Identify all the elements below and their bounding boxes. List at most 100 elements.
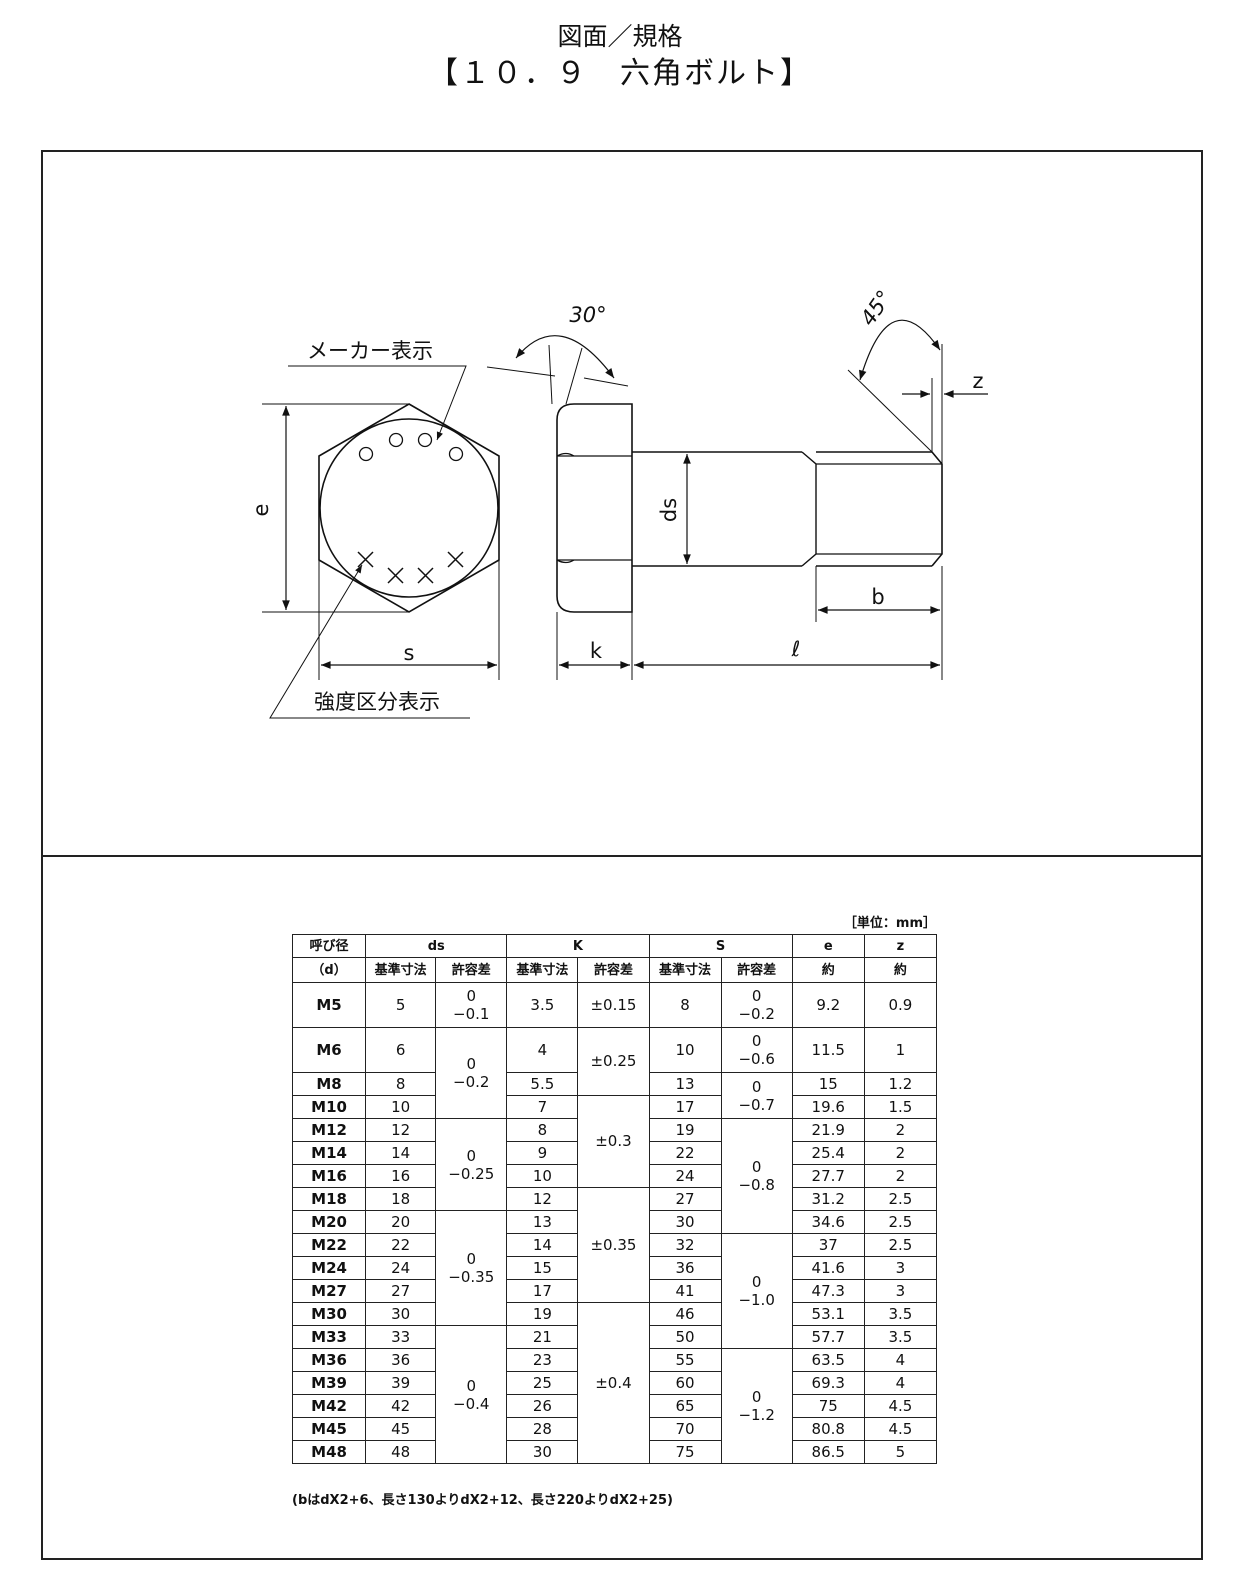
cell-ds-tol: 0−0.2	[435, 1027, 508, 1119]
cell-ds: 8	[365, 1072, 437, 1096]
header-ds: ds	[365, 934, 508, 958]
table-row: M6 6 0−0.2 4 ±0.25 10 0−0.6 11.5 1	[291, 1027, 938, 1119]
cell-e: 53.1	[791, 1302, 865, 1326]
footnote: (bはdX2+6、長さ130よりdX2+12、長さ220よりdX2+25)	[292, 1493, 673, 1508]
cell-e: 15	[791, 1072, 865, 1096]
header-tol-k: 許容差	[577, 957, 650, 983]
cell-e: 41.6	[791, 1256, 865, 1280]
cell-k-tol: ±0.15	[577, 982, 650, 1028]
header-tol-ds: 許容差	[435, 957, 508, 983]
cell-z: 4	[863, 1371, 938, 1395]
table-row: M48 48 30 75 86.5 5	[291, 1440, 938, 1464]
cell-k: 23	[506, 1348, 579, 1372]
table-row: M39 39 25 60 69.3 4	[291, 1371, 938, 1395]
cell-e: 37	[791, 1233, 865, 1257]
cell-s: 30	[648, 1210, 722, 1234]
cell-k: 12	[506, 1187, 579, 1211]
bolt-drawing: メーカー表示 強度区分表示 e s k ds b ℓ z 30° 45°	[249, 286, 988, 719]
cell-ds: 22	[365, 1233, 437, 1257]
label-ds: ds	[657, 498, 681, 522]
cell-ds-tol: 0−0.25	[435, 1118, 508, 1211]
cell-d: M14	[291, 1141, 367, 1165]
cell-s-tol: 0−0.2	[720, 982, 793, 1028]
cell-ds: 16	[365, 1164, 437, 1188]
cell-s-tol: 0−0.8	[720, 1118, 793, 1234]
table-row: M10 10 7 ±0.3 17 19.6 1.5	[291, 1095, 938, 1188]
cell-e: 27.7	[791, 1164, 865, 1188]
cell-k: 19	[506, 1302, 579, 1326]
cell-k: 30	[506, 1440, 579, 1464]
cell-s: 17	[648, 1095, 722, 1119]
cell-s: 13	[648, 1072, 722, 1096]
cell-d: M36	[291, 1348, 367, 1372]
cell-s: 10	[648, 1027, 722, 1073]
cell-k: 8	[506, 1118, 579, 1142]
cell-ds-tol: 0−0.4	[435, 1325, 508, 1464]
cell-k: 21	[506, 1325, 579, 1349]
table-row: M14 14 9 22 25.4 2	[291, 1141, 938, 1165]
cell-e: 31.2	[791, 1187, 865, 1211]
cell-e: 19.6	[791, 1095, 865, 1119]
cell-s: 27	[648, 1187, 722, 1211]
cell-z: 1	[863, 1027, 938, 1073]
cell-z: 2	[863, 1141, 938, 1165]
spec-table: 呼び径 ds K S e z （d） 基準寸法 許容差 基準寸法 許容差 基準寸…	[291, 934, 938, 1464]
cell-ds: 39	[365, 1371, 437, 1395]
cell-s-tol: 0−0.6	[720, 1027, 793, 1073]
table-row: M27 27 17 41 47.3 3	[291, 1279, 938, 1303]
cell-d: M22	[291, 1233, 367, 1257]
cell-k-tol: ±0.4	[577, 1302, 650, 1464]
cell-ds: 12	[365, 1118, 437, 1142]
cell-s-tol: 0−1.2	[720, 1348, 793, 1464]
cell-ds: 48	[365, 1440, 437, 1464]
cell-d: M20	[291, 1210, 367, 1234]
header-d: （d）	[291, 957, 367, 983]
label-s: s	[404, 641, 415, 665]
label-k: k	[590, 639, 603, 663]
cell-d: M24	[291, 1256, 367, 1280]
cell-e: 86.5	[791, 1440, 865, 1464]
header-basic-ds: 基準寸法	[365, 957, 437, 983]
cell-s: 24	[648, 1164, 722, 1188]
cell-e: 63.5	[791, 1348, 865, 1372]
cell-ds-tol: 0−0.35	[435, 1210, 508, 1326]
bolt-head-side	[556, 403, 633, 613]
cell-s-tol: 0−0.7	[720, 1072, 793, 1119]
cell-e: 11.5	[791, 1027, 865, 1073]
cell-ds: 10	[365, 1095, 437, 1119]
cell-d: M10	[291, 1095, 367, 1119]
cell-k: 4	[506, 1027, 579, 1073]
cell-ds: 18	[365, 1187, 437, 1211]
table-row: M20 20 0−0.35 13 30 34.6 2.5	[291, 1210, 938, 1326]
header-e-approx: 約	[791, 957, 865, 983]
table-row: M12 12 0−0.25 8 19 0−0.8 21.9 2	[291, 1118, 938, 1234]
cell-k: 15	[506, 1256, 579, 1280]
cell-e: 25.4	[791, 1141, 865, 1165]
cell-k-tol: ±0.35	[577, 1187, 650, 1303]
cell-z: 1.2	[863, 1072, 938, 1096]
cell-z: 5	[863, 1440, 938, 1464]
cell-d: M12	[291, 1118, 367, 1142]
cell-z: 1.5	[863, 1095, 938, 1119]
cell-k: 25	[506, 1371, 579, 1395]
page-title: 図面／規格	[557, 22, 683, 51]
cell-s: 60	[648, 1371, 722, 1395]
table-row: M42 42 26 65 75 4.5	[291, 1394, 938, 1418]
header-e: e	[791, 934, 865, 958]
cell-z: 3.5	[863, 1325, 938, 1349]
header-basic-s: 基準寸法	[648, 957, 722, 983]
cell-k: 7	[506, 1095, 579, 1119]
cell-k: 5.5	[506, 1072, 579, 1096]
cell-e: 34.6	[791, 1210, 865, 1234]
header-z: z	[863, 934, 938, 958]
cell-z: 0.9	[863, 982, 938, 1028]
cell-s: 22	[648, 1141, 722, 1165]
cell-s: 36	[648, 1256, 722, 1280]
cell-ds: 42	[365, 1394, 437, 1418]
cell-s: 19	[648, 1118, 722, 1142]
cell-s-tol: 0−1.0	[720, 1233, 793, 1349]
cell-ds: 14	[365, 1141, 437, 1165]
cell-k: 26	[506, 1394, 579, 1418]
label-z: z	[972, 369, 983, 393]
label-30deg: 30°	[569, 303, 606, 327]
